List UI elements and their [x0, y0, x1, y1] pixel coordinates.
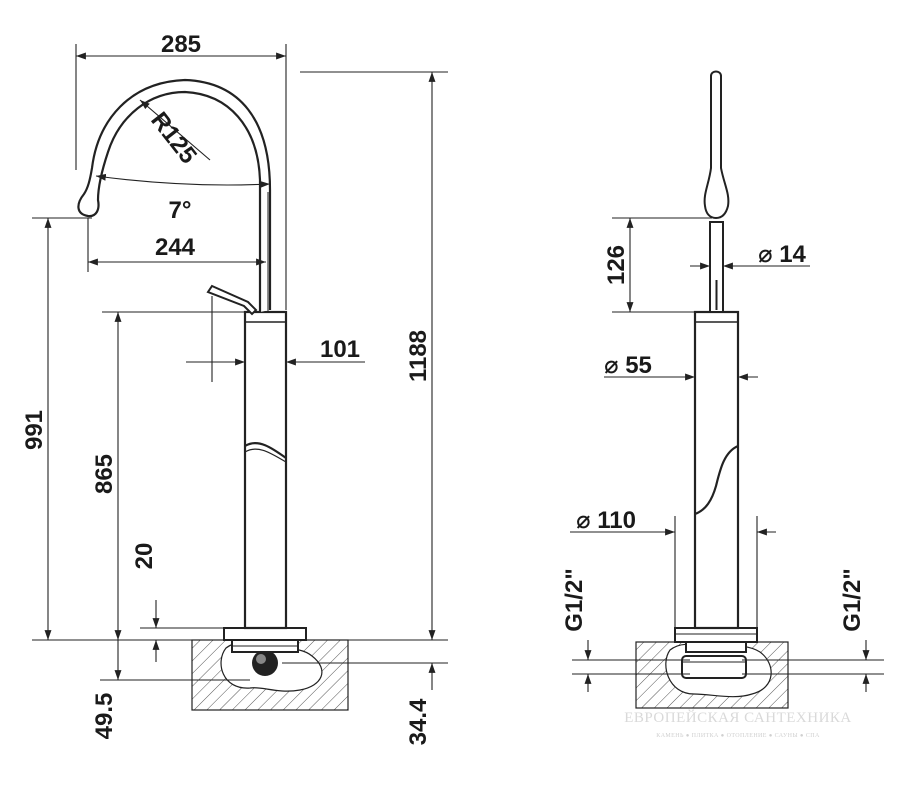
dim-1188: 1188 — [405, 330, 432, 382]
dim-101: 101 — [320, 336, 360, 363]
watermark-title: ЕВРОПЕЙСКАЯ САНТЕХНИКА — [624, 709, 852, 726]
lever-handle — [206, 284, 258, 316]
dim-20: 20 — [131, 543, 158, 570]
dim-r125: R125 — [145, 107, 202, 169]
base-plate-left — [223, 627, 307, 653]
dim-thread-left: G1/2" — [561, 568, 588, 631]
side-dimension-lines — [32, 44, 448, 690]
dim-dia-55: ⌀ 55 — [604, 352, 652, 379]
gooseneck-spout — [77, 78, 272, 312]
floor-block-right — [635, 641, 789, 709]
faucet-body-side — [243, 310, 288, 630]
dim-angle-7: 7° — [169, 197, 192, 224]
front-dimension-lines — [570, 217, 884, 692]
dim-865: 865 — [91, 454, 118, 494]
dim-49-5: 49.5 — [91, 693, 118, 740]
dim-285: 285 — [161, 31, 201, 58]
dim-244: 244 — [155, 234, 196, 261]
dim-34-4: 34.4 — [405, 698, 432, 745]
dim-991: 991 — [21, 410, 48, 450]
faucet-body-front — [693, 310, 740, 630]
side-view: 285 R125 7° 244 101 1188 991 865 20 49.5… — [21, 31, 448, 745]
spout-front — [703, 70, 730, 313]
watermark-subtitle: КАМЕНЬ ● ПЛИТКА ● ОТОПЛЕНИЕ ● САУНЫ ● СП… — [656, 733, 820, 739]
dim-126: 126 — [603, 245, 630, 285]
dim-dia-110: ⌀ 110 — [576, 507, 636, 534]
dim-dia-14: ⌀ 14 — [758, 241, 806, 268]
dim-thread-right: G1/2" — [839, 568, 866, 631]
base-plate-right — [674, 627, 758, 653]
front-view: 126 ⌀ 14 ⌀ 55 ⌀ 110 G1/2" G1/2" — [561, 70, 884, 709]
watermark: ЕВРОПЕЙСКАЯ САНТЕХНИКА КАМЕНЬ ● ПЛИТКА ●… — [624, 709, 852, 739]
